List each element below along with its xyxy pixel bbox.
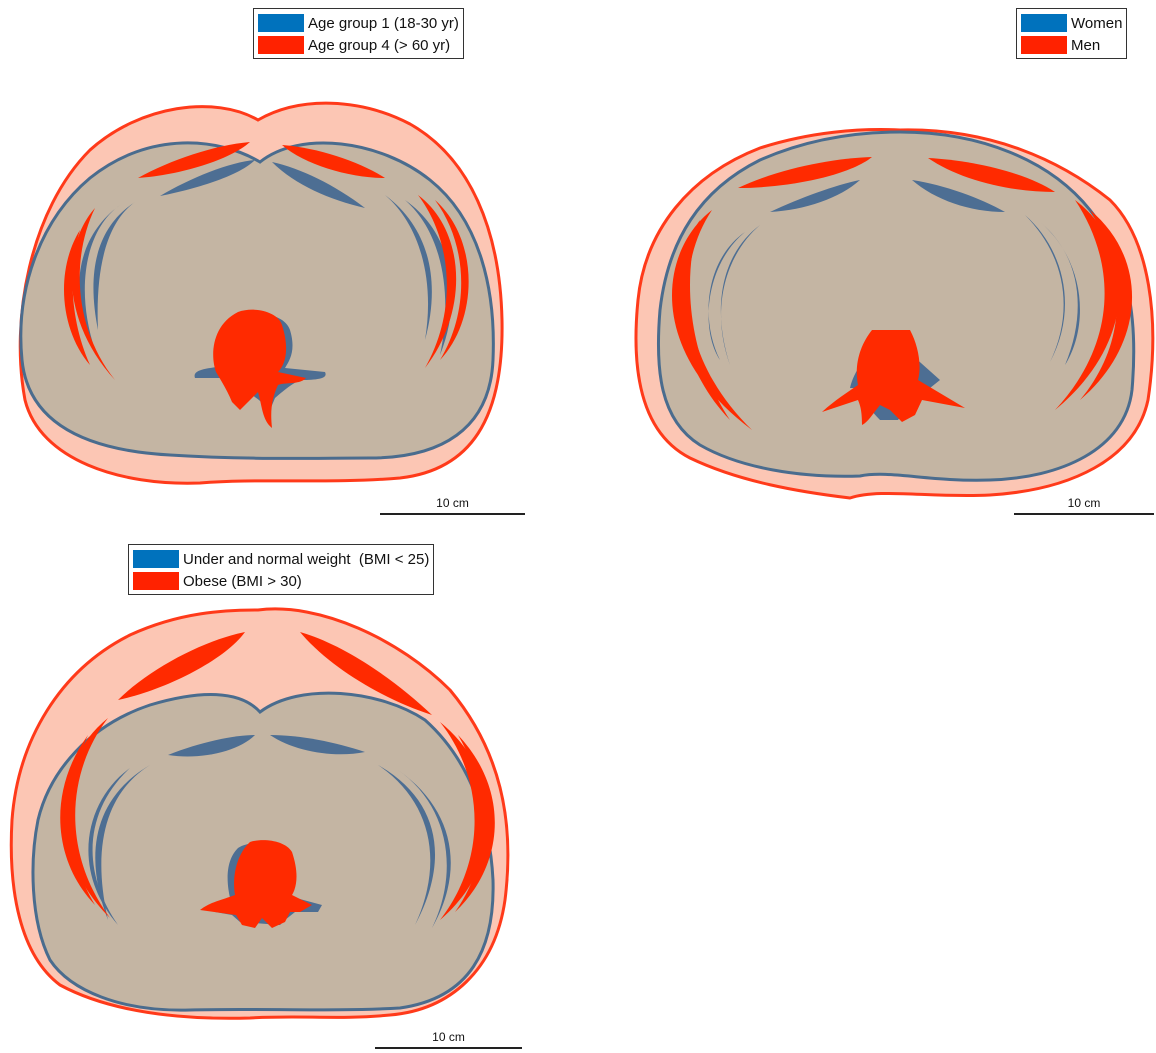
scalebar-label: 10 cm xyxy=(432,1030,465,1044)
vertebra-age-group-4 xyxy=(213,309,306,428)
legend-entry: Men xyxy=(1021,34,1122,56)
legend-entry: Under and normal weight (BMI < 25) xyxy=(133,548,429,570)
muscles-women xyxy=(708,180,1080,365)
scalebar-label: 10 cm xyxy=(1067,496,1101,510)
legend-label: Men xyxy=(1071,36,1101,54)
legend-swatch xyxy=(133,550,179,568)
legend-entry: Obese (BMI > 30) xyxy=(133,570,429,592)
legend-swatch xyxy=(258,36,304,54)
muscles-normal-weight xyxy=(88,735,451,928)
legend-age: Age group 1 (18-30 yr) Age group 4 (> 60… xyxy=(253,8,464,59)
legend-label: Age group 4 (> 60 yr) xyxy=(308,36,451,54)
legend-label: Under and normal weight (BMI < 25) xyxy=(183,550,430,568)
muscles-age-group-4 xyxy=(63,142,469,380)
legend-entry: Age group 1 (18-30 yr) xyxy=(258,12,459,34)
legend-swatch xyxy=(133,572,179,590)
scalebar-age: 10 cm xyxy=(380,496,525,515)
outline-age-group-1 xyxy=(19,141,495,460)
legend-entry: Women xyxy=(1021,12,1122,34)
legend-swatch xyxy=(1021,36,1067,54)
scalebar-bmi: 10 cm xyxy=(375,1030,522,1049)
legend-label: Women xyxy=(1071,14,1123,32)
vertebra-men xyxy=(822,330,965,425)
muscles-men xyxy=(672,157,1133,430)
scalebar-line xyxy=(375,1047,522,1049)
legend-sex: Women Men xyxy=(1016,8,1128,59)
legend-bmi: Under and normal weight (BMI < 25) Obese… xyxy=(128,544,435,595)
scalebar-line xyxy=(1014,513,1154,515)
legend-swatch xyxy=(1021,14,1067,32)
legend-label: Obese (BMI > 30) xyxy=(183,572,302,590)
muscles-obese xyxy=(60,632,495,920)
legend-label: Age group 1 (18-30 yr) xyxy=(308,14,459,32)
legend-entry: Age group 4 (> 60 yr) xyxy=(258,34,459,56)
scalebar-line xyxy=(380,513,525,515)
muscles-age-group-1 xyxy=(79,160,452,355)
scalebar-label: 10 cm xyxy=(436,496,469,510)
scalebar-sex: 10 cm xyxy=(1014,496,1154,515)
legend-swatch xyxy=(258,14,304,32)
vertebra-obese xyxy=(200,840,312,928)
